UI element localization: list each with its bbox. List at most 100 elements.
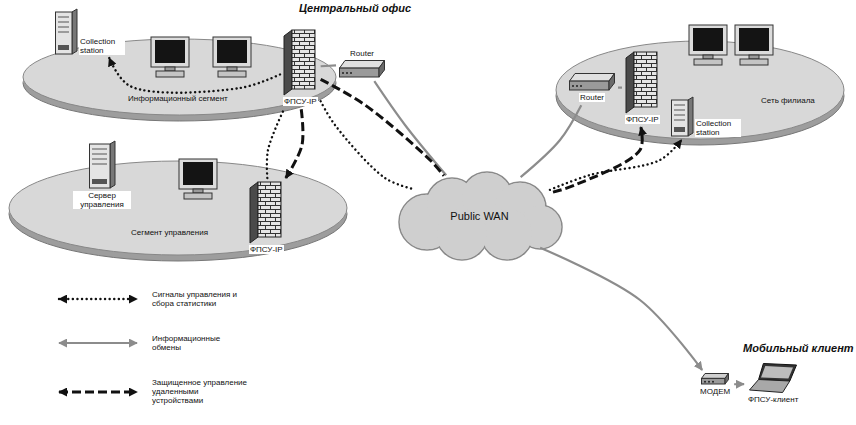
drawing-part <box>702 374 729 379</box>
drawing-part <box>58 32 69 33</box>
drawing-part <box>580 85 582 87</box>
device-icon <box>626 51 658 113</box>
drawing-part <box>340 61 385 69</box>
drawing-part <box>572 85 574 87</box>
network-link <box>321 79 444 175</box>
text-holder: Сеть филиала <box>760 96 816 105</box>
server-station: Collection station <box>668 94 744 140</box>
legend-line <box>59 390 137 393</box>
drawing-part <box>704 381 706 383</box>
segment-shape <box>8 160 348 262</box>
legend-item: Защищенное управление удаленными устройс… <box>55 378 248 406</box>
legend-sample <box>55 293 141 305</box>
drawing-part <box>750 380 790 393</box>
network-link <box>618 86 622 88</box>
drawing-part <box>634 52 657 107</box>
cloud-label: Public WAN <box>449 210 509 223</box>
device-icon <box>701 373 729 385</box>
drawing-part <box>674 120 685 121</box>
workstation <box>179 159 217 199</box>
device-icon <box>250 181 282 243</box>
drawing-part <box>725 374 729 385</box>
legend-item: Информационные обмены <box>55 334 248 352</box>
drawing-part <box>674 105 685 106</box>
firewall-device: ФПСУ-IP <box>622 48 663 127</box>
network-link <box>321 101 412 188</box>
drawing-part <box>609 74 615 91</box>
device-icon <box>339 60 385 78</box>
workstation <box>213 37 251 77</box>
device-icon <box>89 141 115 189</box>
drawing-part <box>570 74 615 82</box>
drawing-part <box>672 100 689 136</box>
drawing-part <box>346 72 348 74</box>
device-label: Сервер управления <box>73 191 131 209</box>
drawing-part <box>92 159 107 160</box>
text-holder: Public WAN <box>392 172 567 260</box>
drawing-part <box>92 149 107 150</box>
drawing-part <box>759 364 797 382</box>
device-label: Collection station <box>79 37 125 55</box>
network-link <box>550 140 681 190</box>
legend-text: Защищенное управление удаленными устройс… <box>151 378 248 406</box>
device-label: Router <box>349 49 375 58</box>
device-icon <box>284 29 316 95</box>
drawing-part <box>708 381 710 383</box>
segment-label: Сегмент управления <box>130 228 209 237</box>
drawing-part <box>674 110 685 111</box>
workstation <box>735 25 773 65</box>
area-heading: Центральный офис <box>298 2 412 15</box>
segment-label: Информационный сегмент <box>127 94 229 103</box>
network-link <box>540 248 702 370</box>
drawing-part <box>379 61 385 78</box>
drawing-part <box>292 30 315 89</box>
drawing-part <box>576 85 578 87</box>
drawing-part <box>92 164 107 165</box>
firewall-device: ФПСУ-IP <box>280 26 321 109</box>
segment-top <box>9 161 347 255</box>
legend-item: Сигналы управления и сбора статистики <box>55 290 248 308</box>
drawing-part <box>72 9 77 54</box>
drawing-part <box>342 72 344 74</box>
segment-label: Сеть филиала <box>760 96 816 105</box>
legend-line <box>59 298 137 300</box>
drawing-part <box>58 45 69 50</box>
drawing-part <box>702 378 726 384</box>
drawing-part <box>712 381 714 383</box>
device-label: ФПСУ-клиент <box>747 395 799 404</box>
drawing-part <box>58 17 69 18</box>
drawing-part <box>688 97 693 136</box>
legend-text: Сигналы управления и сбора статистики <box>151 290 248 308</box>
device-label: ФПСУ-IP <box>625 115 660 124</box>
drawing-part <box>92 154 107 155</box>
drawing-part <box>350 72 352 74</box>
device-icon <box>749 363 797 393</box>
drawing-part <box>110 141 115 188</box>
heading-holder: Центральный офис <box>298 2 412 15</box>
drawing-part <box>258 182 281 237</box>
drawing-part <box>250 182 258 243</box>
device-label: Collection station <box>695 119 741 137</box>
segment-top <box>556 41 844 139</box>
drawing-part <box>56 12 73 54</box>
legend-sample <box>55 337 141 349</box>
drawing-part <box>674 115 685 116</box>
network-segment: Сегмент управления Сервер управления <box>8 160 348 262</box>
device-label: Router <box>579 93 605 102</box>
legend-sample <box>55 386 141 398</box>
wan-cloud: Public WAN <box>392 172 567 260</box>
drawing-part <box>570 81 610 90</box>
network-link <box>267 109 284 178</box>
drawing-part <box>58 22 69 23</box>
device-icon <box>55 9 77 55</box>
legend-text: Информационные обмены <box>151 334 248 352</box>
router-device: Router <box>336 46 388 81</box>
drawing-part <box>90 144 111 188</box>
modem-device: МОДЕМ <box>696 370 734 399</box>
network-link <box>734 383 744 385</box>
legend-line <box>59 342 137 344</box>
server-station: Сервер управления <box>70 138 134 212</box>
